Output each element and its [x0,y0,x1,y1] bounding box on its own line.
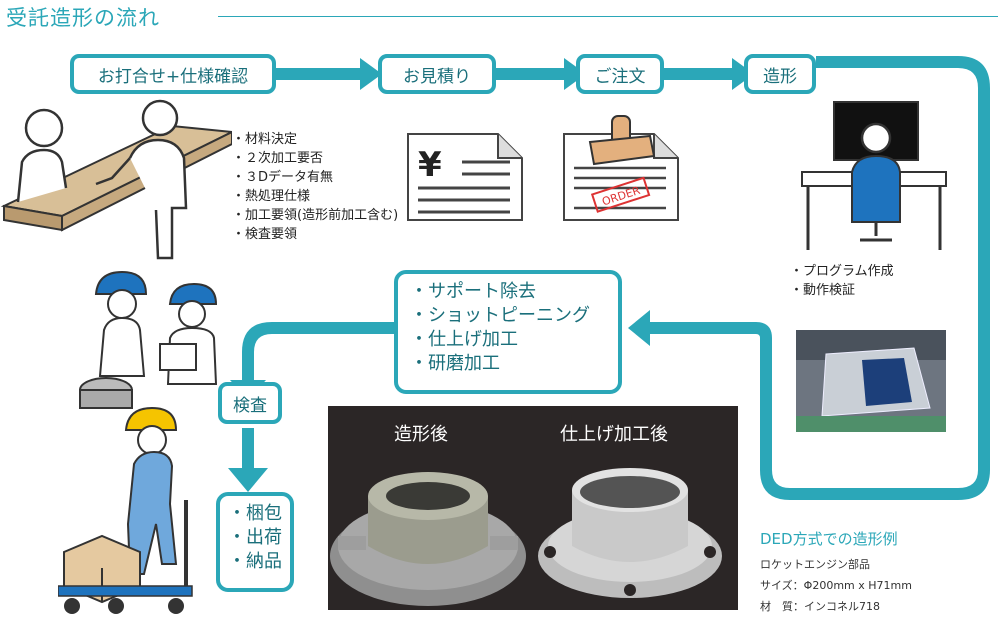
consult-items-list: ・材料決定 ・２次加工要否 ・３Dデータ有無 ・熱処理仕様 ・加工要領(造形前加… [232,130,398,244]
ship-item: ・納品 [228,551,282,572]
title-divider [218,16,998,17]
order-stamp-icon: ORDER [563,115,679,221]
example-line-part: ロケットエンジン部品 [760,558,870,571]
step-quote: お見積り [378,54,496,94]
before-finishing-label: 造形後 [394,424,448,445]
page-title: 受託造形の流れ [6,6,160,30]
consult-item: ・熱処理仕様 [232,189,311,204]
post-process-box: ・サポート除去 ・ショットピーニング ・仕上げ加工 ・研磨加工 [394,270,622,394]
part-photo-panel: 造形後 仕上げ加工後 [328,406,738,610]
yen-symbol: ¥ [418,145,442,185]
meeting-illustration [0,99,232,260]
arrow-order-to-build [664,68,734,80]
build-items-list: ・プログラム作成 ・動作検証 [790,262,894,300]
consult-item: ・検査要領 [232,227,298,242]
step-order: ご注文 [576,54,664,94]
part-photos [330,468,722,606]
quote-document-icon: ¥ [407,133,523,221]
operator-computer-illustration [801,101,947,250]
post-process-item: ・サポート除去 [410,281,536,302]
helmet-blue-right [168,282,218,305]
arrow-consult-to-quote [272,68,362,80]
example-title: DED方式での造形例 [760,530,898,548]
after-finishing-label: 仕上げ加工後 [560,424,668,445]
consult-item: ・材料決定 [232,132,298,147]
as-built-part [330,472,526,606]
arrow-quote-to-order [494,68,566,80]
ship-item: ・梱包 [228,503,282,524]
helmet-blue-left [94,270,148,295]
finished-part [538,468,722,598]
helmet-yellow [124,406,178,431]
step-build: 造形 [744,54,816,94]
step-inspect: 検査 [218,382,282,424]
post-process-item: ・ショットピーニング [410,305,590,326]
post-process-item: ・研磨加工 [410,353,500,374]
build-item: ・プログラム作成 [790,264,894,279]
consult-item: ・加工要領(造形前加工含む) [232,208,399,223]
consult-item: ・３Dデータ有無 [232,170,334,185]
ship-box: ・梱包 ・出荷 ・納品 [216,492,294,592]
example-line-size: サイズ：Φ200mm x H71mm [760,579,912,592]
inspection-illustration [79,270,218,409]
shipping-illustration [58,406,193,614]
ship-item: ・出荷 [228,527,282,548]
build-item: ・動作検証 [790,283,856,298]
example-line-material: 材 質：インコネル718 [760,600,880,613]
step-consult: お打合せ+仕様確認 [70,54,276,94]
arrow-inspect-to-ship-shaft [242,428,254,470]
post-process-item: ・仕上げ加工 [410,329,518,350]
machine-photo [796,330,946,432]
consult-item: ・２次加工要否 [232,151,324,166]
